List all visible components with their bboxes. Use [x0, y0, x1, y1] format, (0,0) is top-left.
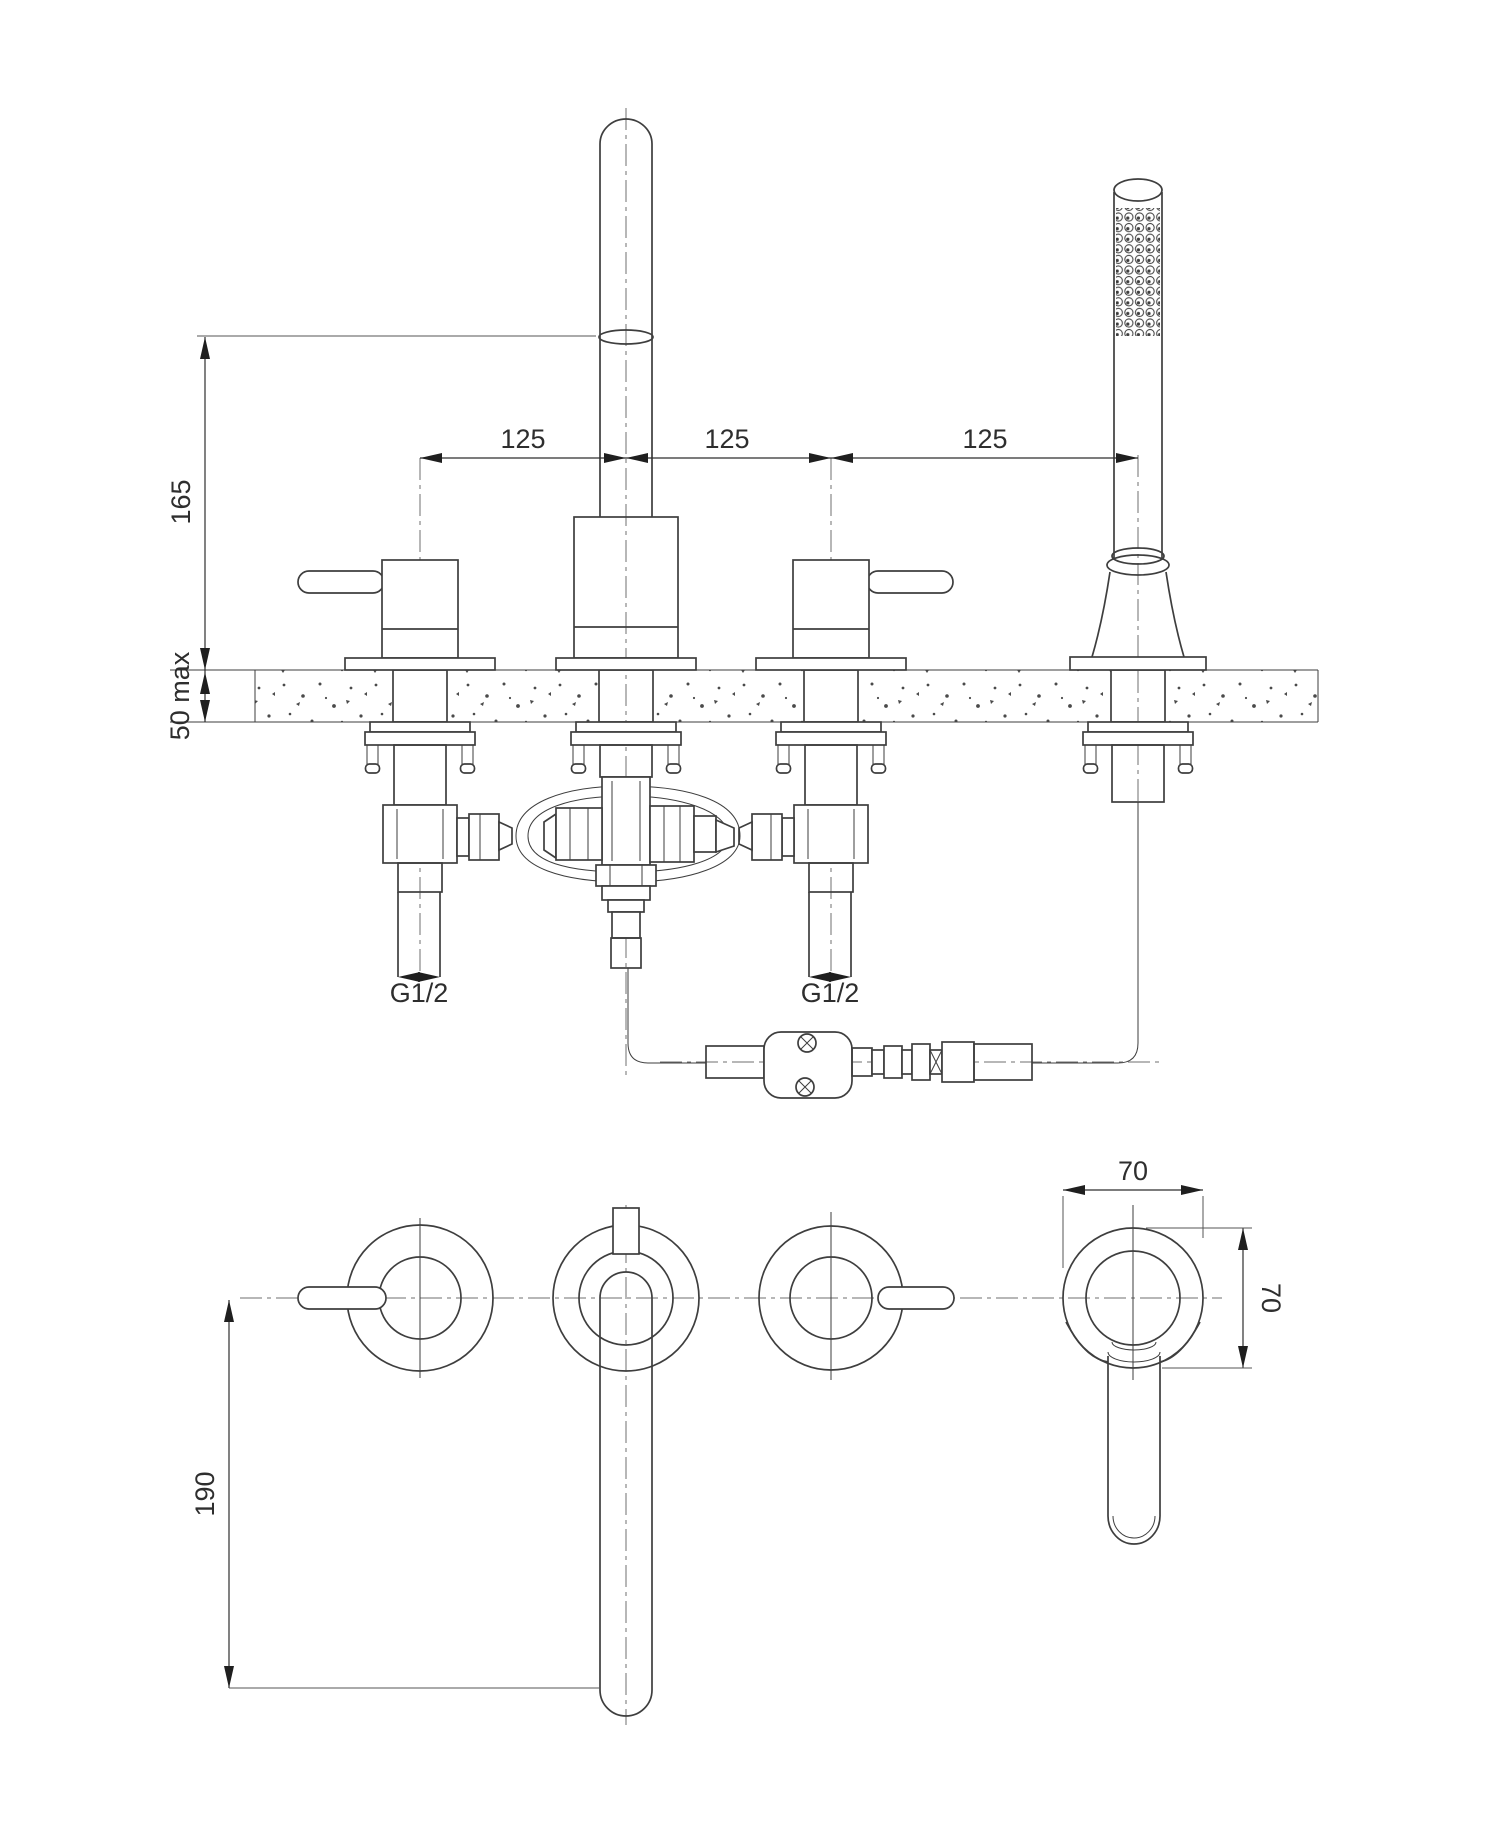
dim-125-middle-label: 125 [704, 424, 749, 454]
dim-50max: 50 max [165, 651, 210, 740]
handset-front [1069, 178, 1207, 671]
shower-hose [627, 802, 1160, 1099]
dim-125-right-label: 125 [962, 424, 1007, 454]
dim-70-width-label: 70 [1118, 1156, 1148, 1186]
front-view: 165 50 max 125 125 125 G1/2 [165, 108, 1319, 1099]
link-hose-outer [515, 785, 741, 883]
underdeck-fixings [364, 721, 1194, 806]
spout-lever-tab [612, 1207, 640, 1255]
dim-190-label: 190 [190, 1471, 220, 1516]
dim-165-label: 165 [166, 479, 196, 524]
spout-outlet [598, 329, 654, 345]
dim-g12-right: G1/2 [801, 972, 860, 1008]
mixer-body [515, 776, 741, 969]
handset-holder-flange [1069, 656, 1207, 671]
handset-plan [1062, 1205, 1204, 1545]
cold-valve-lever [866, 570, 954, 594]
hot-valve-body [382, 804, 513, 977]
dim-190: 190 [190, 1300, 600, 1689]
dim-g12-left: G1/2 [390, 972, 449, 1008]
mixer-braided-tail [610, 937, 642, 969]
hot-valve-front [297, 559, 496, 671]
dim-50max-label: 50 max [165, 651, 195, 740]
dim-70-height-label: 70 [1256, 1283, 1286, 1313]
handset-spray-face [1116, 208, 1160, 336]
dim-165: 165 [166, 335, 596, 722]
dim-125-chain: 125 125 125 [420, 424, 1138, 463]
dim-70-width: 70 [1062, 1156, 1204, 1268]
dim-g12-left-label: G1/2 [390, 978, 449, 1008]
spout-front [555, 118, 697, 671]
handset-cap [1113, 178, 1163, 202]
dim-g12-right-label: G1/2 [801, 978, 860, 1008]
spout-plan [552, 1205, 700, 1725]
hot-valve-lever [297, 570, 385, 594]
dim-70-height: 70 [1146, 1227, 1286, 1369]
cold-valve-front [755, 559, 954, 671]
dim-125-left-label: 125 [500, 424, 545, 454]
hot-valve-plan [297, 1218, 494, 1378]
hot-valve-lever-plan [297, 1286, 387, 1310]
cold-valve-plan [758, 1212, 955, 1380]
cold-valve-body [738, 804, 869, 977]
handset-handle-plan [1107, 1356, 1161, 1545]
hose-strain-relief [973, 1043, 1033, 1081]
cold-valve-lever-plan [877, 1286, 955, 1310]
plan-view: 190 70 70 [190, 1156, 1286, 1725]
